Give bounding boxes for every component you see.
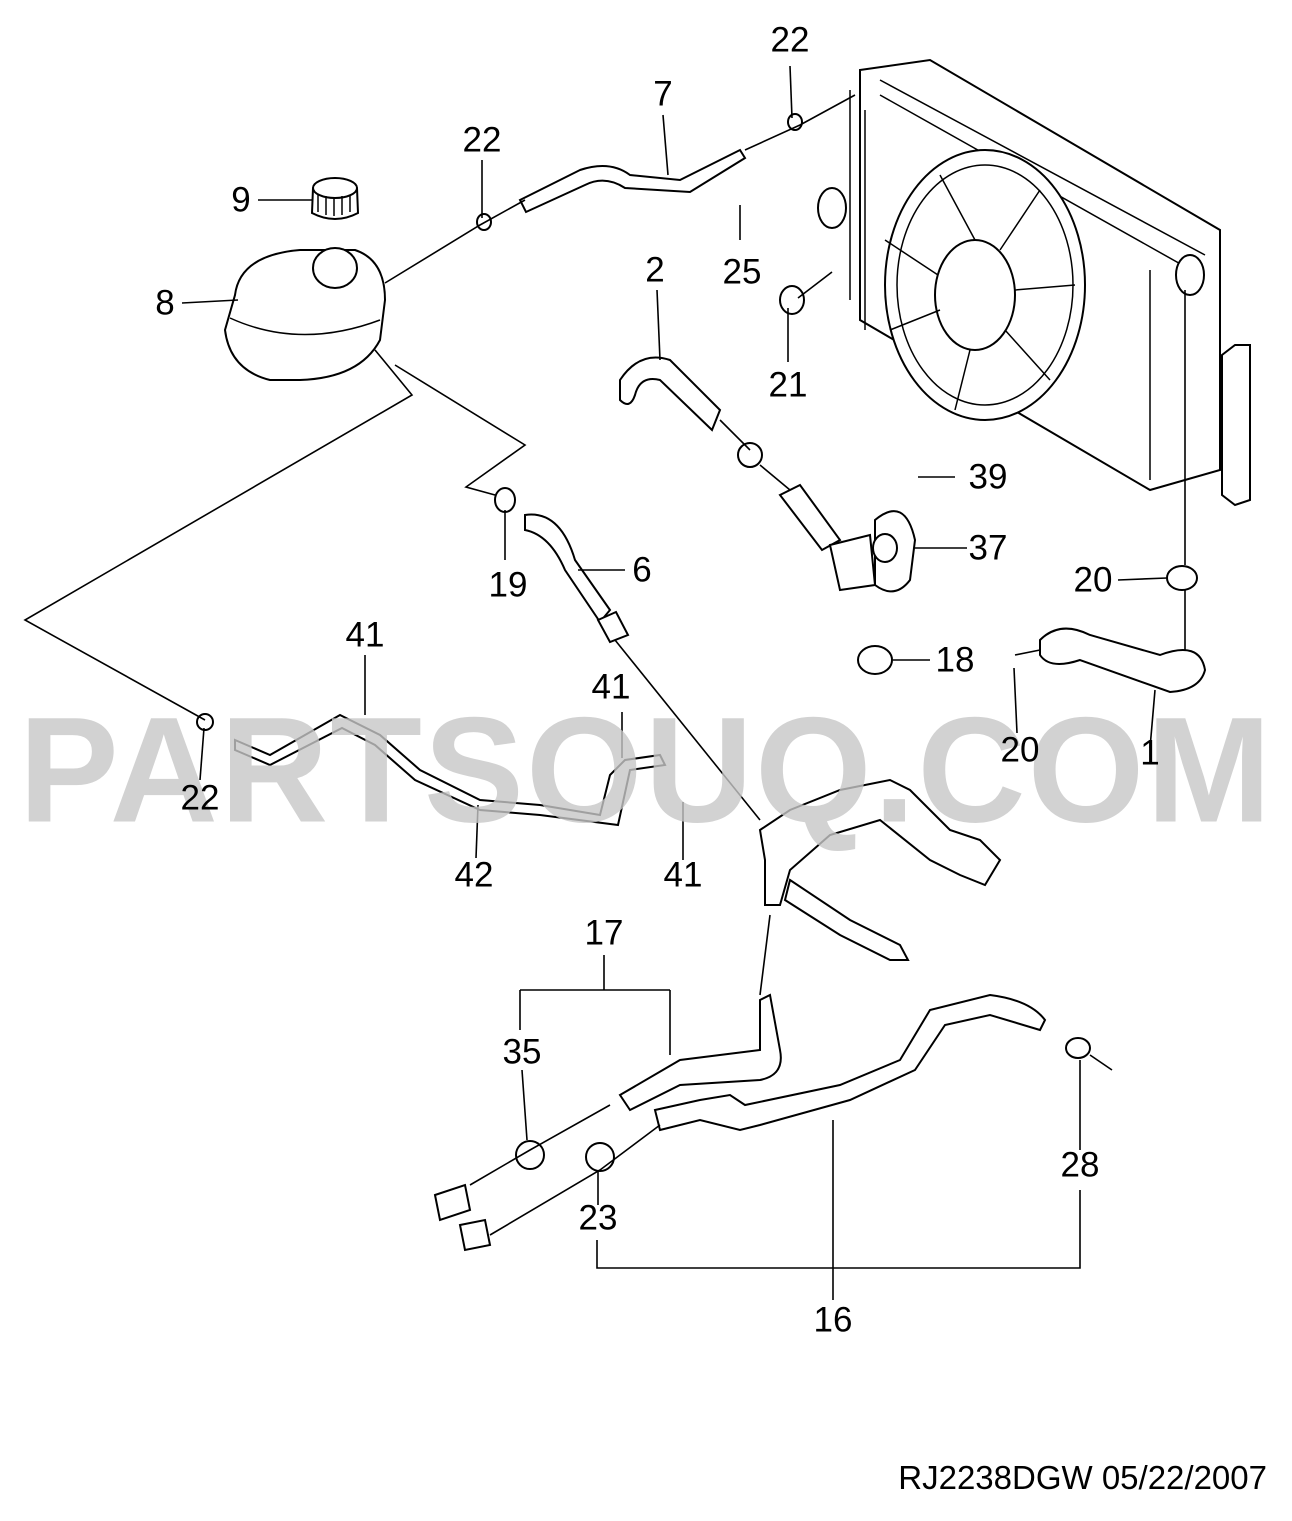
callout-22[interactable]: 22 <box>462 120 502 160</box>
callout-20[interactable]: 20 <box>1000 730 1040 770</box>
callout-18[interactable]: 18 <box>935 640 975 680</box>
callout-6[interactable]: 6 <box>632 550 652 590</box>
callout-42[interactable]: 42 <box>454 855 494 895</box>
drawing-code: RJ2238DGW 05/22/2007 <box>898 1459 1267 1496</box>
heater-hose-6 <box>524 513 630 644</box>
leader-lines <box>23 65 1186 1300</box>
callout-41[interactable]: 41 <box>591 667 631 707</box>
engine-stubs <box>433 1183 492 1252</box>
callout-22[interactable]: 22 <box>180 778 220 818</box>
callout-1[interactable]: 1 <box>1140 733 1160 773</box>
bleed-hose <box>518 148 747 214</box>
callout-23[interactable]: 23 <box>578 1198 618 1238</box>
callout-9[interactable]: 9 <box>231 180 251 220</box>
lower-radiator-hose <box>1039 627 1207 694</box>
callout-28[interactable]: 28 <box>1060 1145 1100 1185</box>
metal-coolant-pipe <box>234 713 667 827</box>
heater-hoses <box>618 993 1047 1132</box>
callout-39[interactable]: 39 <box>968 457 1008 497</box>
callout-7[interactable]: 7 <box>653 74 673 114</box>
callout-41[interactable]: 41 <box>663 855 703 895</box>
coolant-outlet-pipe <box>758 778 1002 961</box>
callout-21[interactable]: 21 <box>768 365 808 405</box>
callout-20[interactable]: 20 <box>1073 560 1113 600</box>
watermark: PARTSOUQ.COM <box>18 685 1274 854</box>
callout-17[interactable]: 17 <box>584 913 624 953</box>
thermostat-housing <box>828 510 917 593</box>
radiator-assembly <box>817 58 1251 507</box>
surge-tank <box>223 247 387 381</box>
upper-radiator-hose <box>619 356 842 552</box>
callout-8[interactable]: 8 <box>155 283 175 323</box>
surge-tank-cap <box>310 177 360 220</box>
callout-2[interactable]: 2 <box>645 250 665 290</box>
callout-16[interactable]: 16 <box>813 1300 853 1340</box>
callout-22[interactable]: 22 <box>770 20 810 60</box>
callout-35[interactable]: 35 <box>502 1032 542 1072</box>
callout-41[interactable]: 41 <box>345 615 385 655</box>
callout-19[interactable]: 19 <box>488 565 528 605</box>
callout-37[interactable]: 37 <box>968 528 1008 568</box>
callout-25[interactable]: 25 <box>722 252 762 292</box>
